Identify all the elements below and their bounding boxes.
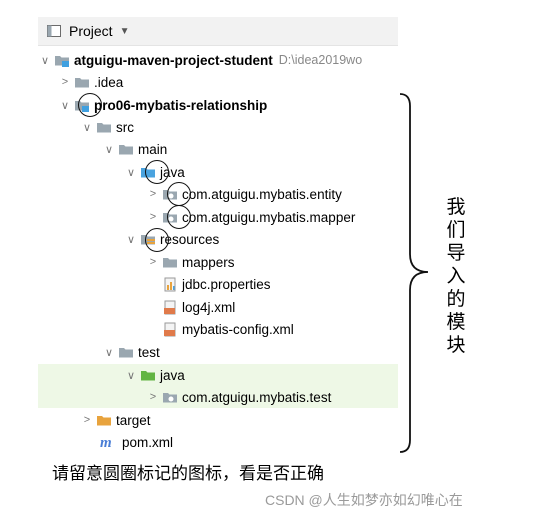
annotation-char: 导: [446, 243, 466, 264]
tree-item-label: jdbc.properties: [182, 276, 271, 292]
test-folder-icon: [140, 367, 156, 383]
tree-item-label: mybatis-config.xml: [182, 321, 294, 337]
chevron-down-icon[interactable]: ∨: [126, 369, 136, 382]
project-view-icon: [46, 23, 62, 39]
folder-icon: [96, 119, 112, 135]
folder-icon: [74, 74, 90, 90]
tree-item-resources[interactable]: ∨ resources: [124, 228, 219, 250]
annotation-char: 们: [446, 220, 466, 241]
annotation-circle: [167, 182, 191, 206]
chevron-right-icon[interactable]: >: [149, 211, 157, 223]
folder-icon: [162, 254, 178, 270]
chevron-down-icon[interactable]: ∨: [82, 121, 92, 134]
tree-item-jdbc-properties[interactable]: jdbc.properties: [160, 273, 271, 295]
tree-item-idea[interactable]: > .idea: [58, 71, 124, 93]
annotation-char: 我: [446, 197, 466, 218]
chevron-right-icon[interactable]: >: [149, 188, 157, 200]
xml-file-icon: [162, 299, 178, 315]
tree-item-label: test: [138, 344, 160, 360]
tree-item-label: com.atguigu.mybatis.test: [182, 389, 332, 405]
tree-item-src[interactable]: ∨ src: [80, 116, 134, 138]
tree-item-label: com.atguigu.mybatis.mapper: [182, 209, 356, 225]
tree-item-label: target: [116, 412, 151, 428]
annotation-circle: [167, 205, 191, 229]
annotation-char: 模: [446, 312, 466, 333]
maven-pom-icon: m: [100, 434, 118, 451]
svg-text:m: m: [100, 435, 112, 450]
tree-item-label: java: [160, 367, 185, 383]
chevron-right-icon[interactable]: >: [149, 391, 157, 403]
chevron-right-icon[interactable]: >: [149, 256, 157, 268]
folder-icon: [118, 141, 134, 157]
tree-item-target[interactable]: > target: [80, 409, 151, 431]
chevron-down-icon[interactable]: ∨: [40, 54, 50, 67]
project-panel-header[interactable]: Project ▼: [38, 17, 398, 46]
tree-item-label: log4j.xml: [182, 299, 236, 315]
tree-item-pom-xml[interactable]: m pom.xml: [98, 431, 173, 453]
tree-item-label: src: [116, 119, 134, 135]
chevron-down-icon[interactable]: ∨: [126, 166, 136, 179]
tree-item-test[interactable]: ∨ test: [102, 341, 160, 363]
module-folder-icon: [54, 52, 70, 68]
annotation-vertical-text: 我 们 导 入 的 模 块: [445, 196, 467, 357]
watermark: CSDN @人生如梦亦如幻唯心在: [265, 492, 463, 508]
annotation-brace: [399, 93, 429, 453]
tree-item-mybatis-config[interactable]: mybatis-config.xml: [160, 318, 294, 340]
chevron-down-icon[interactable]: ▼: [119, 25, 130, 37]
package-icon: [162, 389, 178, 405]
tree-item-log4j-xml[interactable]: log4j.xml: [160, 296, 235, 318]
test-java-row-highlight: [38, 364, 398, 386]
chevron-down-icon[interactable]: ∨: [60, 99, 70, 112]
tree-item-label: com.atguigu.mybatis.entity: [182, 186, 342, 202]
project-panel-title: Project: [69, 23, 113, 39]
tree-item-label: .idea: [94, 74, 124, 90]
properties-file-icon: [162, 276, 178, 292]
annotation-circle: [145, 228, 169, 252]
tree-item-label: pom.xml: [122, 434, 174, 450]
tree-item-package-test[interactable]: > com.atguigu.mybatis.test: [146, 386, 332, 408]
project-panel: Project ▼ ∨ atguigu-maven-project-studen…: [38, 17, 398, 455]
tree-item-label: atguigu-maven-project-student: [74, 52, 273, 68]
annotation-char: 入: [446, 266, 466, 287]
annotation-char: 的: [446, 289, 466, 310]
chevron-right-icon[interactable]: >: [61, 76, 69, 88]
tree-item-label: main: [138, 141, 168, 157]
annotation-char: 块: [446, 335, 466, 356]
tree-item-project-root[interactable]: ∨ atguigu-maven-project-student D:\idea2…: [38, 49, 362, 71]
chevron-right-icon[interactable]: >: [83, 414, 91, 426]
test-package-row-highlight: [38, 386, 398, 408]
tree-item-label: resources: [160, 231, 220, 247]
chevron-down-icon[interactable]: ∨: [126, 233, 136, 246]
tree-item-label: mappers: [182, 254, 235, 270]
annotation-circle: [78, 93, 102, 117]
chevron-down-icon[interactable]: ∨: [104, 143, 114, 156]
tree-item-main[interactable]: ∨ main: [102, 138, 167, 160]
excluded-folder-icon: [96, 412, 112, 428]
annotation-circle: [145, 160, 169, 184]
tree-item-test-java[interactable]: ∨ java: [124, 364, 185, 386]
tree-item-label: pro06-mybatis-relationship: [94, 97, 268, 113]
caption-note: 请留意圆圈标记的图标，看是否正确: [52, 464, 324, 483]
tree-item-mappers[interactable]: > mappers: [146, 251, 235, 273]
chevron-down-icon[interactable]: ∨: [104, 346, 114, 359]
project-path: D:\idea2019wo: [278, 53, 363, 67]
xml-file-icon: [162, 321, 178, 337]
folder-icon: [118, 344, 134, 360]
